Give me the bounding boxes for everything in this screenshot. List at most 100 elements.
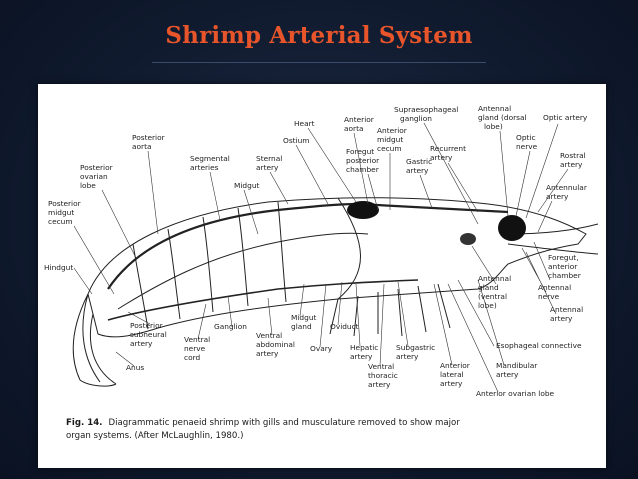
walking-legs — [329, 283, 451, 337]
figure-panel: Heart Anterior aorta Supraesophageal gan… — [38, 84, 606, 468]
label-ventral-abd-3: artery — [256, 349, 279, 358]
caption-line-1: Diagrammatic penaeid shrimp with gills a… — [108, 418, 460, 428]
label-hepatic-1: Hepatic — [350, 343, 378, 352]
label-mandibular-2: artery — [496, 370, 519, 379]
label-posterior-midgut-2: midgut — [48, 208, 74, 217]
label-ostium: Ostium — [283, 136, 310, 145]
label-antennal-artery-1: Antennal — [550, 305, 583, 314]
label-anterior-ovarian: Anterior ovarian lobe — [476, 389, 555, 398]
label-anterior-lateral-3: artery — [440, 379, 463, 388]
figure-caption: Fig. 14. Diagrammatic penaeid shrimp with… — [66, 417, 596, 443]
label-ventral-nerve-2: nerve — [184, 344, 206, 353]
label-supraesophageal-2: ganglion — [400, 114, 432, 123]
label-ovary: Ovary — [310, 344, 333, 353]
title-divider — [152, 62, 486, 63]
label-antennal-nerve-1: Antennal — [538, 283, 571, 292]
caption-line-2: organ systems. (After McLaughlin, 1980.) — [66, 431, 244, 441]
label-optic-nerve-2: nerve — [516, 142, 538, 151]
label-posterior-ovarian-3: lobe — [80, 181, 96, 190]
tail-fan — [72, 293, 117, 387]
label-ventral-abd-2: abdominal — [256, 340, 295, 349]
label-supraesophageal-1: Supraesophageal — [394, 105, 458, 114]
label-rostral-1: Rostral — [560, 151, 586, 160]
shrimp-diagram: Heart Anterior aorta Supraesophageal gan… — [44, 104, 599, 398]
label-mandibular-1: Mandibular — [496, 361, 538, 370]
label-recurrent-2: artery — [430, 153, 453, 162]
label-foregut-ant-2: anterior — [548, 262, 578, 271]
label-foregut-post-2: posterior — [346, 156, 380, 165]
caption-fig-number: Fig. 14. — [66, 418, 103, 428]
label-posterior-ovarian-2: ovarian — [80, 172, 108, 181]
label-ventral-abd-1: Ventral — [256, 331, 282, 340]
carapace-line — [337, 197, 361, 300]
label-optic-artery: Optic artery — [543, 113, 588, 122]
label-anus: Anus — [126, 363, 144, 372]
label-ventral-nerve-1: Ventral — [184, 335, 210, 344]
label-oviduct: Oviduct — [330, 322, 359, 331]
leader-lines — [73, 122, 569, 393]
label-anterior-midgut-1: Anterior — [377, 126, 408, 135]
label-ganglion: Ganglion — [214, 322, 247, 331]
label-anterior-lateral-1: Anterior — [440, 361, 471, 370]
label-foregut-post-3: chamber — [346, 165, 380, 174]
label-antennular-2: artery — [546, 192, 569, 201]
midgut-tube — [117, 232, 369, 310]
label-antennal-gland-1: Antennal — [478, 104, 511, 113]
label-antennal-gland-v-1: Antennal — [478, 274, 511, 283]
label-ventral-thoracic-3: artery — [368, 380, 391, 389]
label-foregut-ant-1: Foregut, — [548, 253, 579, 262]
ventral-nerve-cord — [107, 279, 419, 321]
label-anterior-aorta-1: Anterior — [344, 115, 375, 124]
label-anterior-aorta-2: aorta — [344, 124, 364, 133]
heart-shape — [347, 201, 379, 219]
label-antennal-gland-2: gland (dorsal — [478, 113, 527, 122]
label-optic-nerve-1: Optic — [516, 133, 536, 142]
label-esophageal: Esophageal connective — [496, 341, 582, 350]
label-gastric-1: Gastric — [406, 157, 432, 166]
label-posterior-midgut-1: Posterior — [48, 199, 82, 208]
label-hindgut: Hindgut — [44, 263, 73, 272]
slide-title: Shrimp Arterial System — [165, 22, 473, 49]
label-antennal-nerve-2: nerve — [538, 292, 560, 301]
segment-lines — [132, 201, 287, 330]
label-antennal-gland-v-3: (ventral — [478, 292, 507, 301]
label-anterior-lateral-2: lateral — [440, 370, 464, 379]
label-midgut: Midgut — [234, 181, 259, 190]
label-antennular-1: Antennular — [546, 183, 588, 192]
label-segmental-2: arteries — [190, 163, 219, 172]
label-segmental-1: Segmental — [190, 154, 230, 163]
label-gastric-2: artery — [406, 166, 429, 175]
label-ventral-thoracic-1: Ventral — [368, 362, 394, 371]
label-antennal-gland-v-2: gland — [478, 283, 499, 292]
dorsal-artery — [107, 202, 509, 290]
label-foregut-ant-3: chamber — [548, 271, 582, 280]
gland-shape — [460, 233, 476, 245]
label-midgut-gland-1: Midgut — [291, 313, 316, 322]
label-ventral-nerve-3: cord — [184, 353, 200, 362]
label-rostral-2: artery — [560, 160, 583, 169]
label-antennal-artery-2: artery — [550, 314, 573, 323]
eye-shape — [498, 215, 526, 241]
label-antennal-gland-v-4: lobe) — [478, 301, 497, 310]
label-post-subneural-2: subneural — [130, 330, 167, 339]
label-posterior-midgut-3: cecum — [48, 217, 73, 226]
label-foregut-post-1: Foregut — [346, 147, 374, 156]
label-posterior-aorta-1: Posterior — [132, 133, 166, 142]
label-antennal-gland-3: lobe) — [484, 122, 503, 131]
label-posterior-aorta-2: aorta — [132, 142, 152, 151]
label-sternal-2: artery — [256, 163, 279, 172]
label-hepatic-2: artery — [350, 352, 373, 361]
label-anterior-midgut-3: cecum — [377, 144, 402, 153]
label-subgastric-1: Subgastric — [396, 343, 435, 352]
label-post-subneural-1: Posterior — [130, 321, 164, 330]
label-midgut-gland-2: gland — [291, 322, 312, 331]
label-recurrent-1: Recurrent — [430, 144, 466, 153]
label-heart: Heart — [294, 119, 315, 128]
body-outline — [87, 197, 587, 338]
label-post-subneural-3: artery — [130, 339, 153, 348]
label-anterior-midgut-2: midgut — [377, 135, 403, 144]
label-ventral-thoracic-2: thoracic — [368, 371, 398, 380]
label-subgastric-2: artery — [396, 352, 419, 361]
label-posterior-ovarian-1: Posterior — [80, 163, 114, 172]
label-sternal-1: Sternal — [256, 154, 282, 163]
